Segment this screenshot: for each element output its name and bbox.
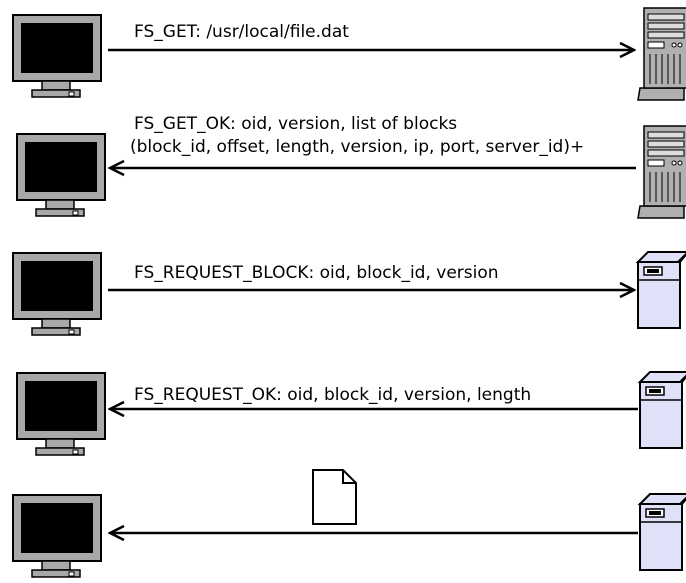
document-icon [312,469,357,525]
monitor-icon [16,372,106,456]
block-server-icon [639,493,686,571]
block-server-icon [639,371,686,449]
message-row: FS_REQUEST_OK: oid, block_id, version, l… [16,371,686,456]
monitor-icon [12,494,102,578]
message-row: FS_REQUEST_BLOCK: oid, block_id, version [12,251,686,336]
message-label: FS_REQUEST_BLOCK: oid, block_id, version [134,263,499,283]
message-row [12,469,686,578]
message-label: FS_GET: /usr/local/file.dat [134,22,349,42]
tower-server-icon [637,7,686,101]
monitor-icon [12,252,102,336]
monitor-icon [12,14,102,98]
message-row: FS_GET_OK: oid, version, list of blocks … [16,114,686,219]
message-row: FS_GET: /usr/local/file.dat [12,7,686,101]
monitor-icon [16,133,106,217]
tower-server-icon [637,125,686,219]
block-server-icon [637,251,686,329]
message-label: FS_GET_OK: oid, version, list of blocks [134,114,457,134]
message-label-continued: (block_id, offset, length, version, ip, … [130,137,584,157]
message-label: FS_REQUEST_OK: oid, block_id, version, l… [134,385,531,405]
